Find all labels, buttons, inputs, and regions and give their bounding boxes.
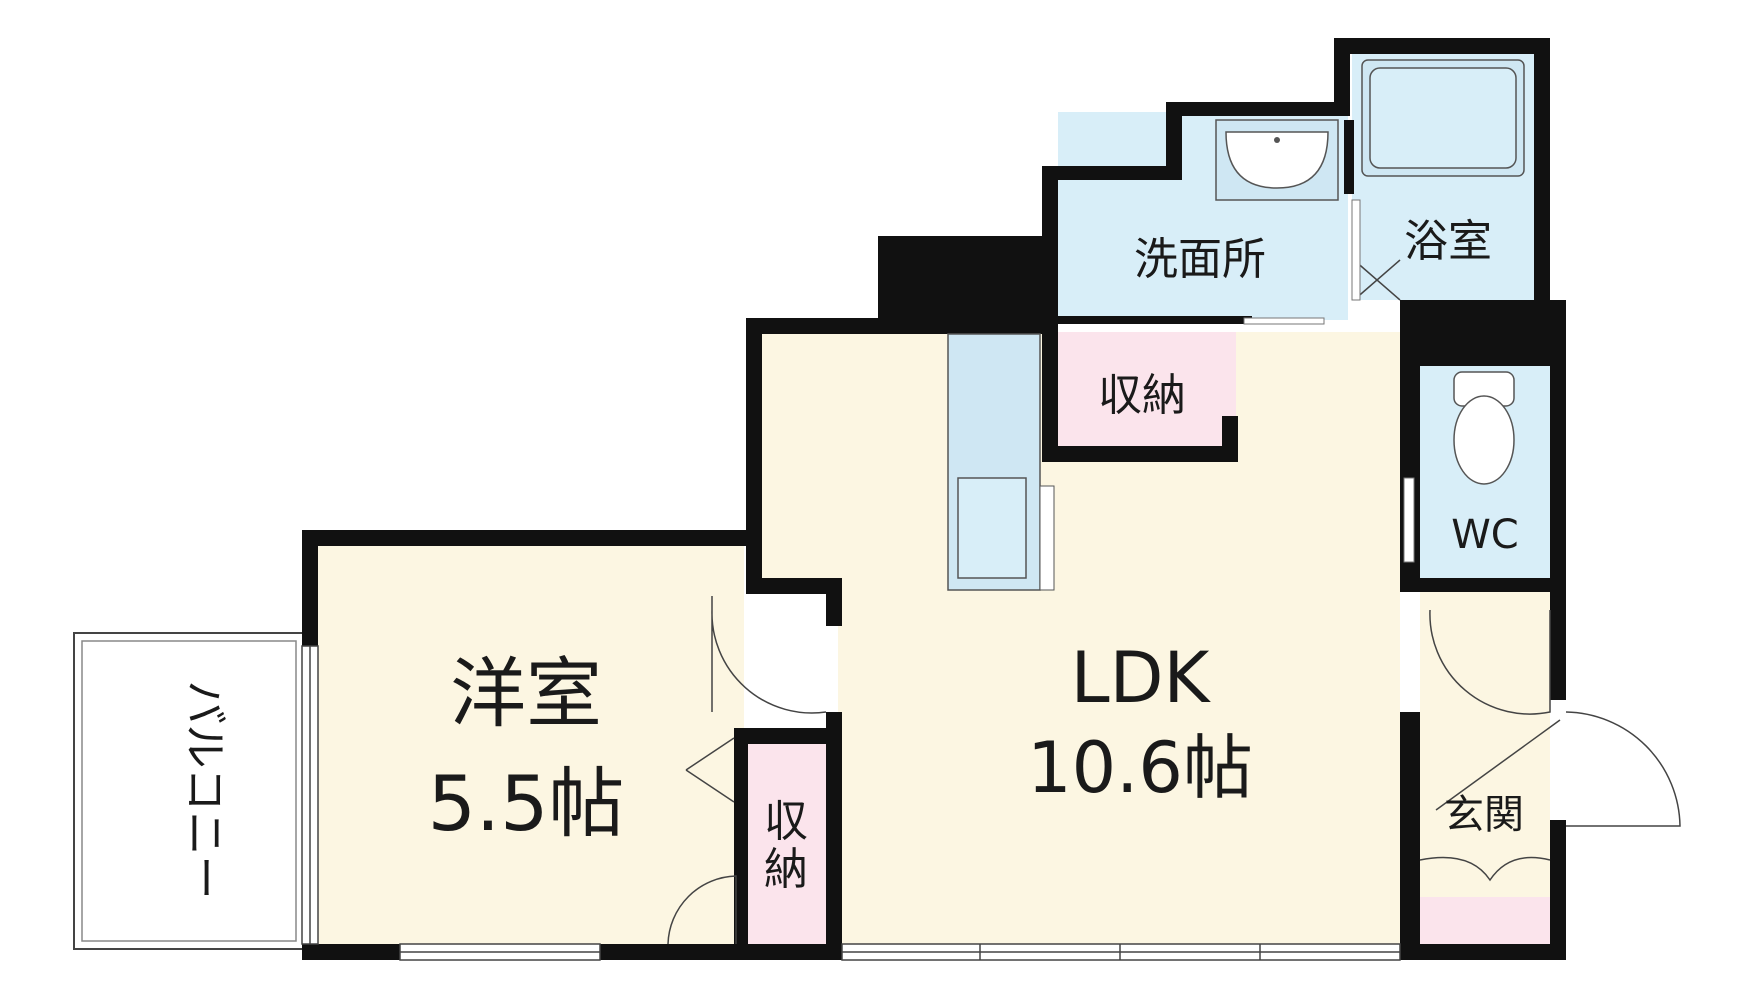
storage-top-floor [1058,332,1236,447]
ldk-floor-lower [838,580,1400,947]
western-room-floor [316,543,744,947]
toilet-icon [1453,371,1515,485]
storage-top-label: 収納 [1098,370,1186,421]
western-name-label: 洋室 [450,649,602,738]
side-storage-floor [748,742,826,947]
shoe-storage-floor [1420,897,1550,947]
ldk-size-label: 10.6帖 [1027,727,1253,809]
entrance-label: 玄関 [1444,792,1524,838]
washbasin-icon [1215,119,1339,201]
western-size-label: 5.5帖 [428,759,625,848]
side-storage-label-1: 収 [764,796,808,847]
doors [667,259,1681,945]
side-storage-label-2: 納 [764,844,808,895]
kitchen-counter [947,333,1055,591]
washroom-floor-left [1058,180,1118,320]
windows [301,645,1401,961]
balcony [73,632,305,950]
washroom-label: 洗面所 [1134,234,1266,285]
ldk-name-label: LDK [1071,637,1212,719]
bathtub-icon [1361,59,1525,177]
bath-label: 浴室 [1404,216,1492,267]
wc-label: WC [1451,512,1518,558]
entrance-floor [1420,592,1550,897]
balcony-label: バルコニー [179,680,230,899]
door-sills [1243,199,1415,563]
